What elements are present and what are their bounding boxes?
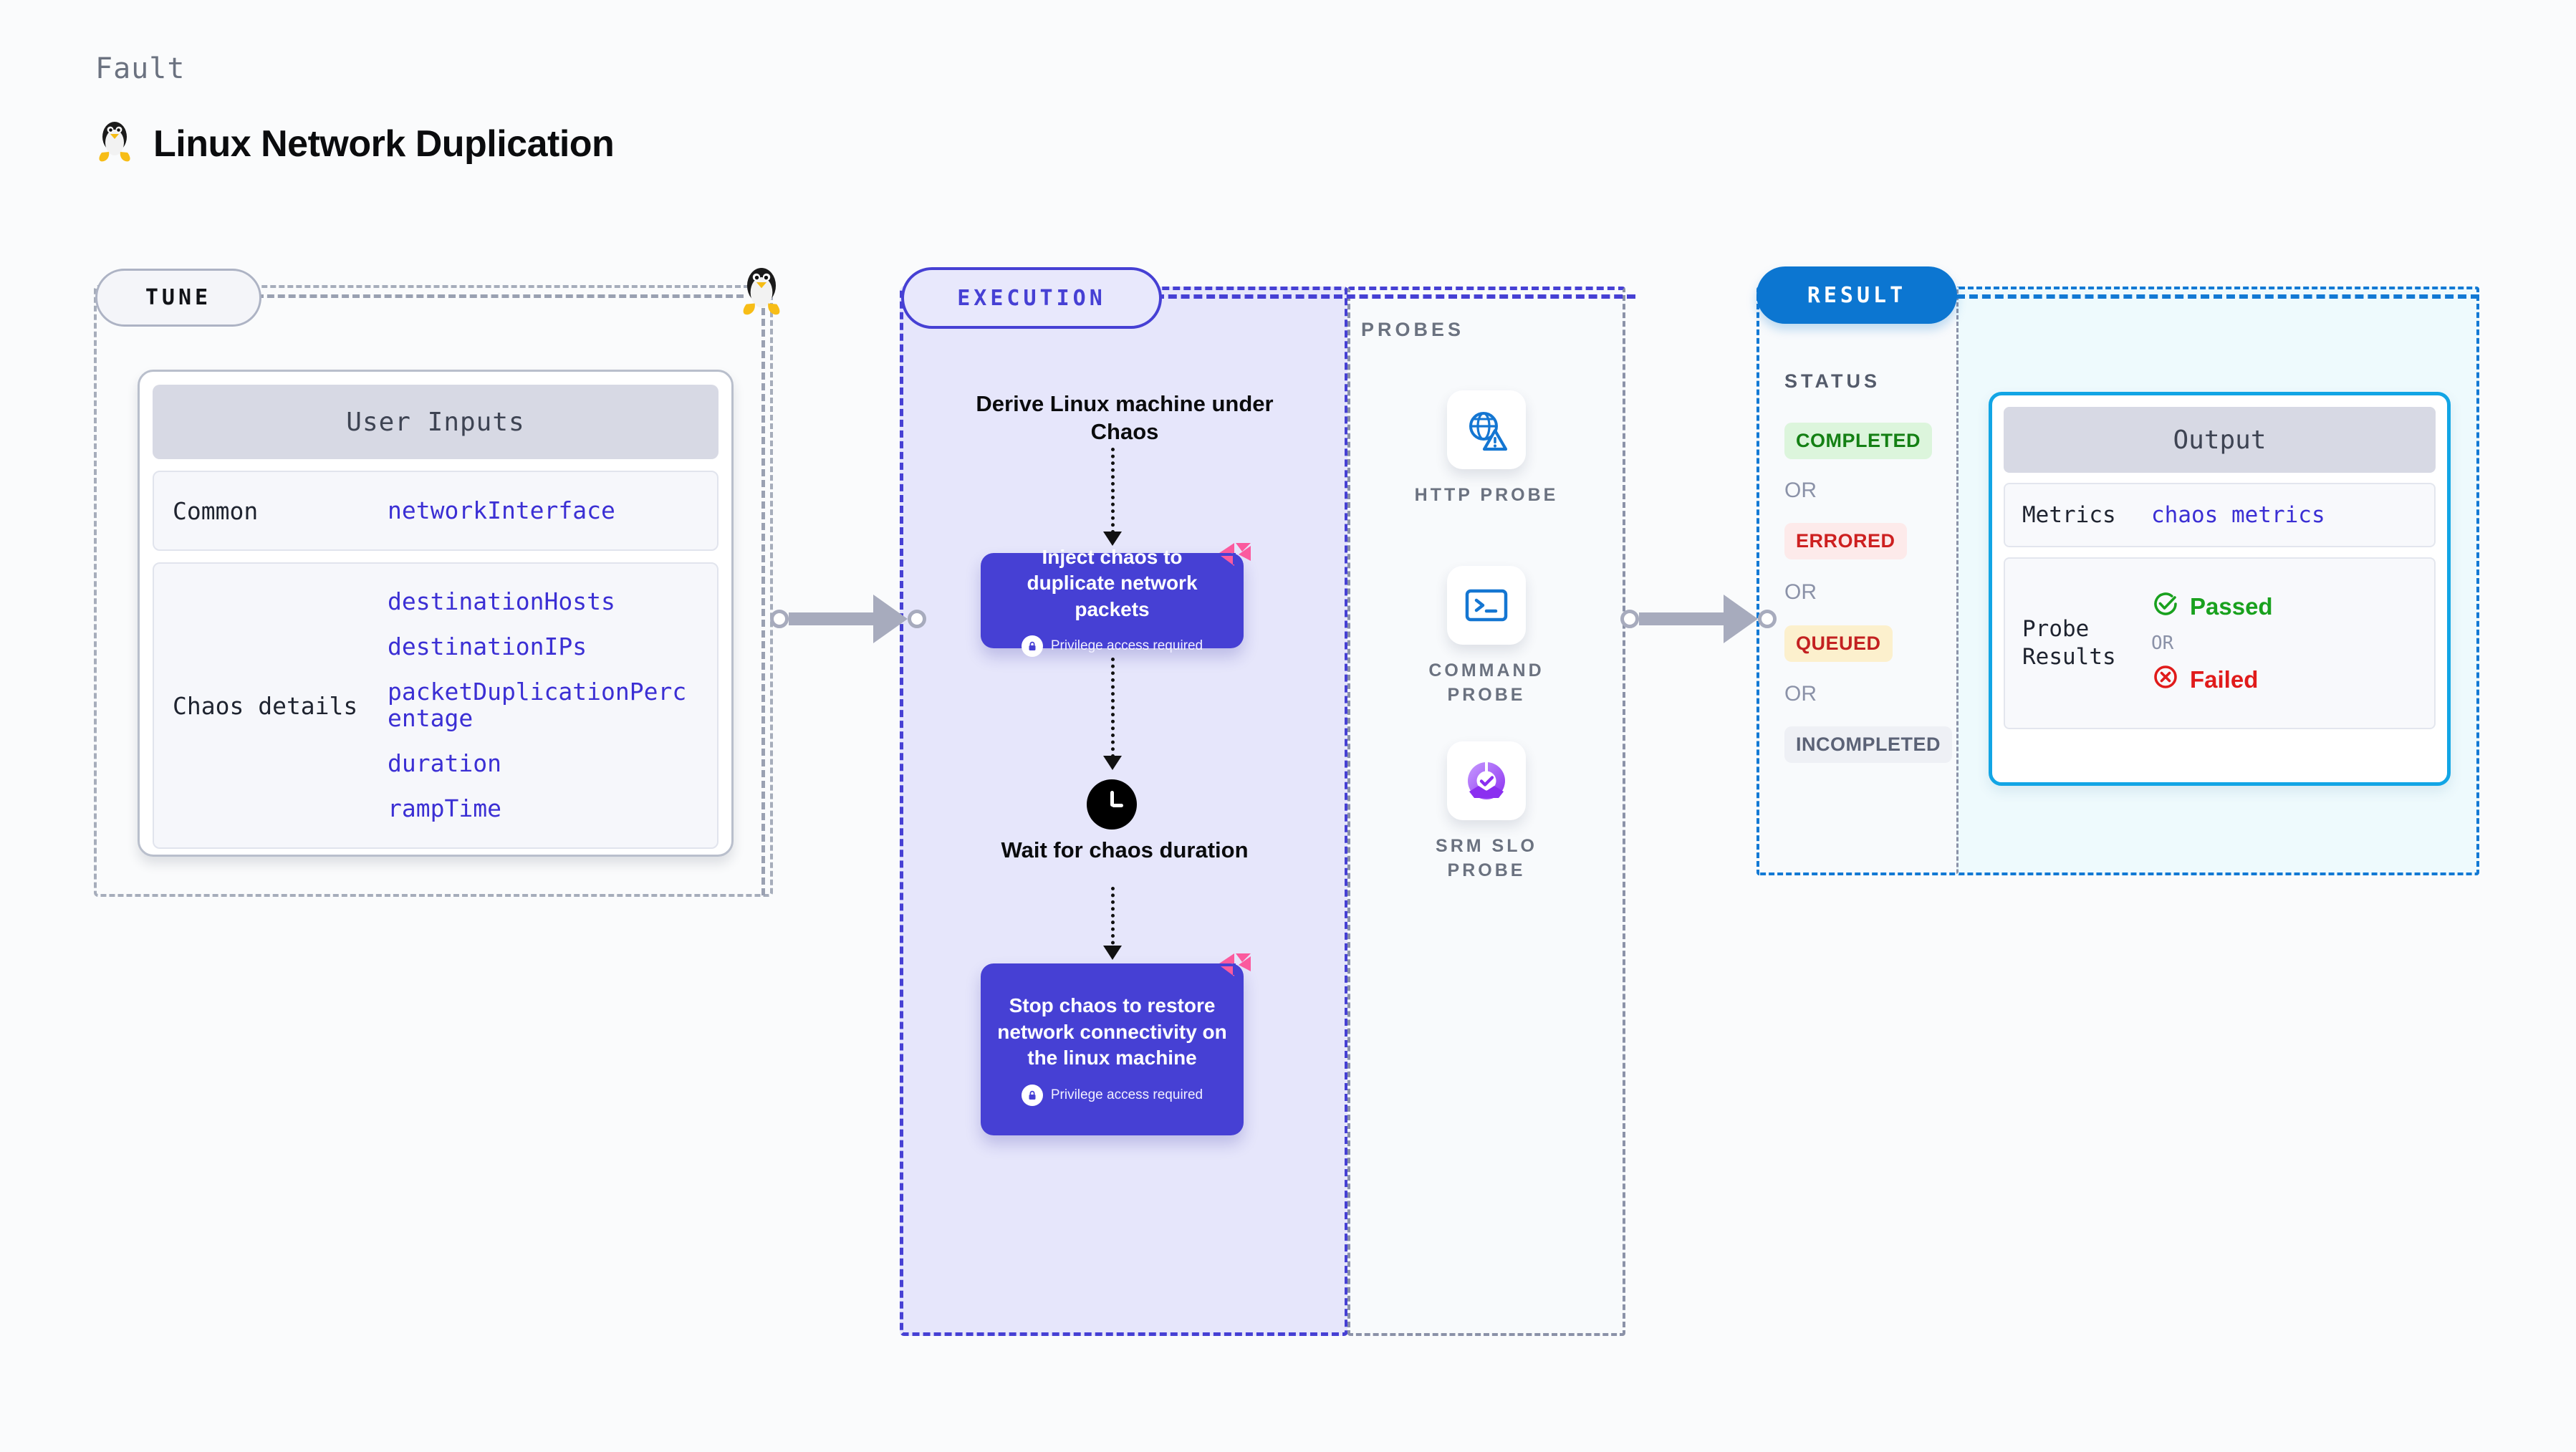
flow-arrow-head: [1103, 532, 1122, 546]
privilege-note: Privilege access required: [1021, 1084, 1203, 1106]
tune-value-destinationhosts: destinationHosts: [388, 587, 615, 616]
page-title-row: Linux Network Duplication: [95, 118, 615, 169]
tune-pill-label[interactable]: TUNE: [95, 269, 261, 327]
privilege-note-text: Privilege access required: [1050, 638, 1203, 654]
probe-result-failed-label: Failed: [2190, 666, 2259, 693]
step-stop-chaos-text: Stop chaos to restore network connectivi…: [997, 994, 1227, 1069]
tune-section-label: Chaos details: [173, 691, 358, 720]
probe-srm-slo-label: SRM SLO PROBE: [1436, 836, 1537, 880]
check-circle-icon: [2151, 590, 2180, 624]
linux-penguin-icon: [95, 118, 135, 169]
probe-srm-slo[interactable]: SRM SLO PROBE: [1404, 741, 1569, 883]
lock-icon: [1021, 635, 1043, 658]
connector-dot: [1758, 610, 1777, 628]
connector-bar: [789, 612, 875, 625]
status-title: STATUS: [1784, 370, 1880, 392]
tune-section-label: Common: [173, 496, 259, 525]
tune-value-duration: duration: [388, 749, 501, 777]
tune-section-values: destinationHosts destinationIPs packetDu…: [388, 587, 688, 822]
step-derive-linux-machine: Derive Linux machine under Chaos: [976, 391, 1274, 444]
probe-result-passed-label: Passed: [2190, 593, 2273, 620]
output-metrics-value: chaos metrics: [2151, 502, 2325, 528]
tune-value-networkinterface: networkInterface: [388, 496, 615, 524]
status-or-label: OR: [1784, 580, 1817, 604]
status-badge-incompleted: INCOMPLETED: [1784, 726, 1953, 763]
x-circle-icon: [2151, 663, 2180, 697]
user-inputs-title: User Inputs: [153, 385, 719, 459]
tune-section-chaos-details: Chaos details destinationHosts destinati…: [153, 562, 719, 849]
tune-value-destinationips: destinationIPs: [388, 633, 587, 661]
flow-arrow-line: [1111, 658, 1115, 758]
flow-arrow-line: [1111, 448, 1115, 534]
result-pill-label[interactable]: RESULT: [1756, 266, 1957, 324]
status-or-label: OR: [1784, 479, 1817, 502]
terminal-icon: [1447, 566, 1526, 645]
tune-value-packetduplicationpercentage: packetDuplicationPercentage: [388, 678, 687, 732]
page-title: Linux Network Duplication: [153, 122, 615, 165]
connector-arrowhead: [873, 595, 908, 643]
status-badge-errored: ERRORED: [1784, 523, 1907, 559]
probe-command[interactable]: COMMAND PROBE: [1404, 566, 1569, 708]
output-title: Output: [2004, 407, 2436, 473]
tune-dashed-connector: [256, 294, 744, 298]
probe-http-label: HTTP PROBE: [1414, 485, 1559, 505]
lock-icon: [1021, 1084, 1043, 1106]
connector-dot: [1620, 610, 1639, 628]
privilege-note: Privilege access required: [1021, 635, 1203, 658]
output-row-probe-results: Probe Results Passed OR: [2004, 557, 2436, 729]
probe-http[interactable]: HTTP PROBE: [1404, 390, 1569, 508]
connector-bar: [1639, 612, 1725, 625]
probe-result-or-label: OR: [2151, 633, 2174, 654]
step-stop-chaos-box[interactable]: Stop chaos to restore network connectivi…: [981, 953, 1251, 1135]
output-probe-results-label: Probe Results: [2022, 616, 2116, 670]
step-wait-for-chaos-duration: Wait for chaos duration: [1001, 837, 1249, 862]
linux-penguin-icon-small: [738, 264, 785, 323]
flow-arrow-head: [1103, 756, 1122, 770]
probe-result-states: Passed OR Failed: [2151, 590, 2273, 697]
status-badge-completed: COMPLETED: [1784, 423, 1933, 459]
connector-dot: [770, 610, 789, 628]
tune-panel: [94, 285, 773, 897]
tune-section-values: networkInterface: [388, 496, 615, 524]
tune-value-ramptime: rampTime: [388, 794, 501, 822]
globe-warning-icon: [1447, 390, 1526, 469]
page-kicker: Fault: [95, 52, 186, 85]
harness-logo-icon: [1215, 537, 1254, 576]
output-row-metrics: Metrics chaos metrics: [2004, 483, 2436, 547]
tune-right-dashed-border: [761, 308, 765, 895]
user-inputs-card: User Inputs Common networkInterface Chao…: [138, 370, 734, 857]
result-panel: [1756, 287, 1966, 875]
connector-probes-to-result: [1620, 595, 1777, 643]
status-or-label: OR: [1784, 682, 1817, 706]
slo-donut-check-icon: [1447, 741, 1526, 820]
probe-result-failed: Failed: [2151, 663, 2273, 697]
result-dashed-connector: [1956, 294, 2479, 299]
connector-dot: [908, 610, 926, 628]
connector-arrowhead: [1724, 595, 1758, 643]
clock-icon: [1087, 779, 1137, 830]
harness-logo-icon: [1215, 948, 1254, 986]
tune-section-common: Common networkInterface: [153, 471, 719, 551]
probes-title: PROBES: [1361, 319, 1465, 340]
privilege-note-text: Privilege access required: [1050, 1087, 1203, 1102]
status-badge-queued: QUEUED: [1784, 625, 1893, 662]
execution-pill-label[interactable]: EXECUTION: [901, 267, 1162, 329]
probe-command-label: COMMAND PROBE: [1428, 660, 1544, 705]
execution-dashed-connector: [1155, 294, 1635, 299]
connector-tune-to-execution: [770, 595, 926, 643]
probe-result-passed: Passed: [2151, 590, 2273, 624]
output-metrics-label: Metrics: [2022, 501, 2116, 528]
flow-arrow-head: [1103, 946, 1122, 960]
flow-arrow-line: [1111, 887, 1115, 951]
output-card: Output Metrics chaos metrics Probe Resul…: [1989, 392, 2451, 786]
step-inject-chaos-text: Inject chaos to duplicate network packet…: [1027, 545, 1198, 620]
step-inject-chaos-box[interactable]: Inject chaos to duplicate network packet…: [981, 543, 1251, 658]
